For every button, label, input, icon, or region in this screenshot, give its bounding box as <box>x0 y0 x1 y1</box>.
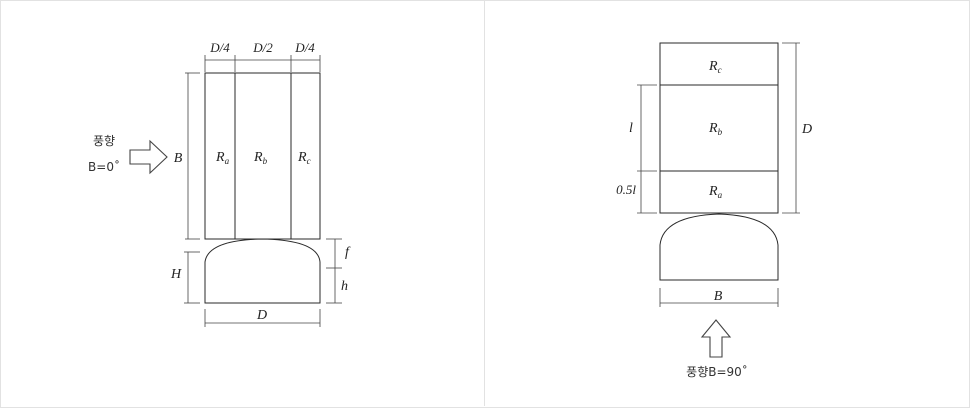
right-arrow-icon <box>129 139 168 175</box>
region-rc-top: Rc <box>708 59 722 75</box>
label-f: f <box>345 245 351 260</box>
label-05l: 0.5l <box>616 182 636 197</box>
label-h-small: h <box>341 279 348 294</box>
dome-section <box>204 238 321 304</box>
dim-d4-left: D/4 <box>209 40 230 55</box>
bottom-dimension-d: D <box>204 308 321 327</box>
top-dimension: D/4 D/2 D/4 <box>204 40 321 72</box>
up-arrow-icon <box>700 319 732 358</box>
panel-wind-90: Rc Rb Ra l 0.5l D B 풍향B=90˚ <box>485 0 969 406</box>
label-d-bottom: D <box>256 308 267 323</box>
label-b: B <box>174 151 183 166</box>
wind-direction-label: 풍향 <box>93 134 115 148</box>
region-ra: Ra <box>215 150 230 166</box>
side-dimension-d: D <box>782 42 812 214</box>
region-rb: Rb <box>253 150 268 166</box>
dim-d4-right: D/4 <box>294 40 315 55</box>
side-dimension-f-h: f h <box>326 238 351 304</box>
building-plan-rotated: Rc Rb Ra <box>659 42 779 214</box>
dim-d2: D/2 <box>252 40 273 55</box>
diagram-plan-wind-90: Rc Rb Ra l 0.5l D B 풍향B=90˚ <box>616 42 812 379</box>
region-rb-middle: Rb <box>708 121 723 137</box>
wind-direction-90-label: 풍향B=90˚ <box>686 364 748 379</box>
label-h-large: H <box>170 267 182 282</box>
wind-angle-label: B=0˚ <box>88 159 120 174</box>
bottom-dimension-b: B <box>659 288 779 307</box>
label-l: l <box>629 121 633 136</box>
label-b-bottom: B <box>714 289 723 304</box>
diagram-plan-wind-0: D/4 D/2 D/4 Ra Rb Rc B H f h <box>88 40 351 327</box>
side-dimension-h-large: H <box>170 251 200 304</box>
region-ra-bottom: Ra <box>708 184 723 200</box>
side-dimension-l: l 0.5l <box>616 84 657 214</box>
building-plan: Ra Rb Rc <box>204 72 321 240</box>
panel-divider <box>484 0 485 406</box>
label-d-right: D <box>801 122 812 137</box>
panel-wind-0: D/4 D/2 D/4 Ra Rb Rc B H f h <box>0 0 484 406</box>
region-rc: Rc <box>297 150 311 166</box>
dome-section-rotated <box>659 213 779 281</box>
side-dimension-b: B <box>174 72 200 240</box>
